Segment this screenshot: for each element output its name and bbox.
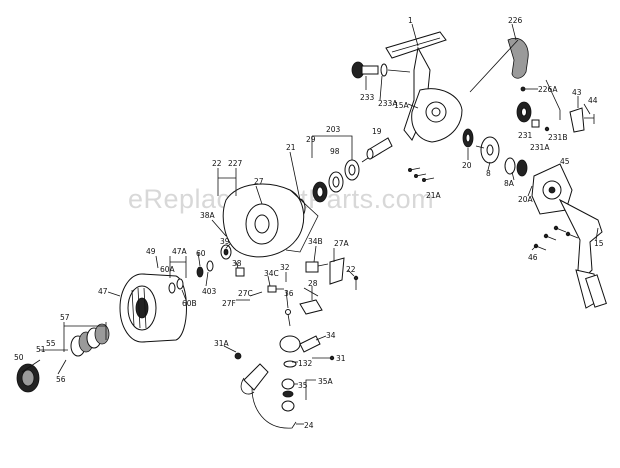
part-label: 19 (372, 127, 382, 136)
part-label: 50 (14, 353, 24, 362)
part-label: 22 (346, 265, 356, 274)
spool-47 (119, 273, 187, 343)
leader-lines (21, 23, 599, 425)
part-label: 35A (318, 377, 334, 386)
spring-19 (366, 137, 393, 160)
part-label: 45 (560, 157, 570, 166)
clip-43-44 (569, 107, 595, 133)
washers-60 (168, 260, 214, 294)
drag-knob-50 (16, 363, 40, 393)
part-label: 15 (594, 239, 604, 248)
part-label: 44 (588, 96, 598, 105)
screws-21A (407, 167, 435, 182)
washer-231 (516, 101, 550, 132)
part-label: 47 (98, 287, 108, 296)
part-label: 233 (360, 93, 375, 102)
arm-27A (329, 257, 345, 285)
part-label: 203 (326, 125, 341, 134)
part-label: 24 (304, 421, 314, 430)
part-label: 28 (308, 279, 318, 288)
part-label: 15A (394, 101, 410, 110)
part-label: 56 (56, 375, 66, 384)
part-label: 32 (280, 263, 290, 272)
part-label: 31 (336, 354, 346, 363)
roller-stack-35 (281, 360, 297, 412)
part-label: 20 (462, 161, 472, 170)
part-label: 29 (306, 135, 316, 144)
part-label: 38A (200, 211, 216, 220)
part-label: 34 (326, 331, 336, 340)
part-label: 231A (530, 143, 550, 152)
part-label: 60 (196, 249, 206, 258)
bearing-20 (462, 128, 474, 148)
screw-226A (520, 86, 538, 92)
part-label: 27F (222, 299, 236, 308)
clip-34B (305, 261, 329, 273)
bail-arm-28 (299, 287, 323, 315)
part-label: 226A (538, 85, 558, 94)
part-label: 34C (264, 269, 279, 278)
part-label: 21 (286, 143, 296, 152)
part-label: 403 (202, 287, 217, 296)
part-label: 227 (228, 159, 243, 168)
part-label: 132 (298, 359, 313, 368)
part-label: 20A (518, 195, 534, 204)
screws-46 (533, 225, 579, 251)
part-label: 60B (182, 299, 197, 308)
screw-31 (312, 355, 335, 361)
gear-8 (475, 136, 500, 164)
part-label: 21A (426, 191, 442, 200)
washer-39-38 (220, 244, 245, 277)
washer-8A (504, 157, 528, 177)
part-label: 60A (160, 265, 176, 274)
screw-36 (285, 309, 291, 327)
rotor-27 (222, 183, 319, 258)
part-label: 22 (212, 159, 222, 168)
knob-233 (351, 61, 411, 79)
part-label: 49 (146, 247, 156, 256)
part-label: 38 (232, 259, 242, 268)
part-label: 8 (486, 169, 491, 178)
handle-arm-part-1 (385, 31, 463, 143)
part-label: 39 (220, 237, 230, 246)
part-label: 231B (548, 133, 567, 142)
pin-34C (267, 285, 284, 293)
part-label: 27 (254, 177, 264, 186)
part-label: 8A (504, 179, 515, 188)
drag-washers-55 (70, 323, 110, 357)
part-label: 55 (46, 339, 56, 348)
part-label: 27A (334, 239, 350, 248)
bail-wire-24 (240, 363, 297, 429)
line-roller-34 (279, 335, 321, 353)
part-label: 43 (572, 88, 582, 97)
part-label: 46 (528, 253, 538, 262)
part-label: 36 (284, 289, 294, 298)
part-label: 51 (36, 345, 46, 354)
part-label: 35 (298, 381, 308, 390)
bearing-21 (312, 181, 328, 203)
part-label: 57 (60, 313, 70, 322)
part-label: 31A (214, 339, 230, 348)
part-label: 34B (308, 237, 323, 246)
part-label: 1 (408, 16, 413, 25)
bail-226 (469, 37, 529, 93)
part-label: 233A (378, 99, 398, 108)
handle-15 (558, 198, 607, 309)
part-label: 231 (518, 131, 533, 140)
part-labels: 1 226 226A 233 233A 15A 43 44 231 231A 2… (14, 16, 604, 430)
screw-22 (353, 275, 359, 290)
part-label: 27C (238, 289, 253, 298)
screw-31A (234, 352, 242, 360)
part-label: 226 (508, 16, 523, 25)
part-label: 98 (330, 147, 340, 156)
part-label: 47A (172, 247, 188, 256)
bearing-98 (328, 159, 360, 193)
